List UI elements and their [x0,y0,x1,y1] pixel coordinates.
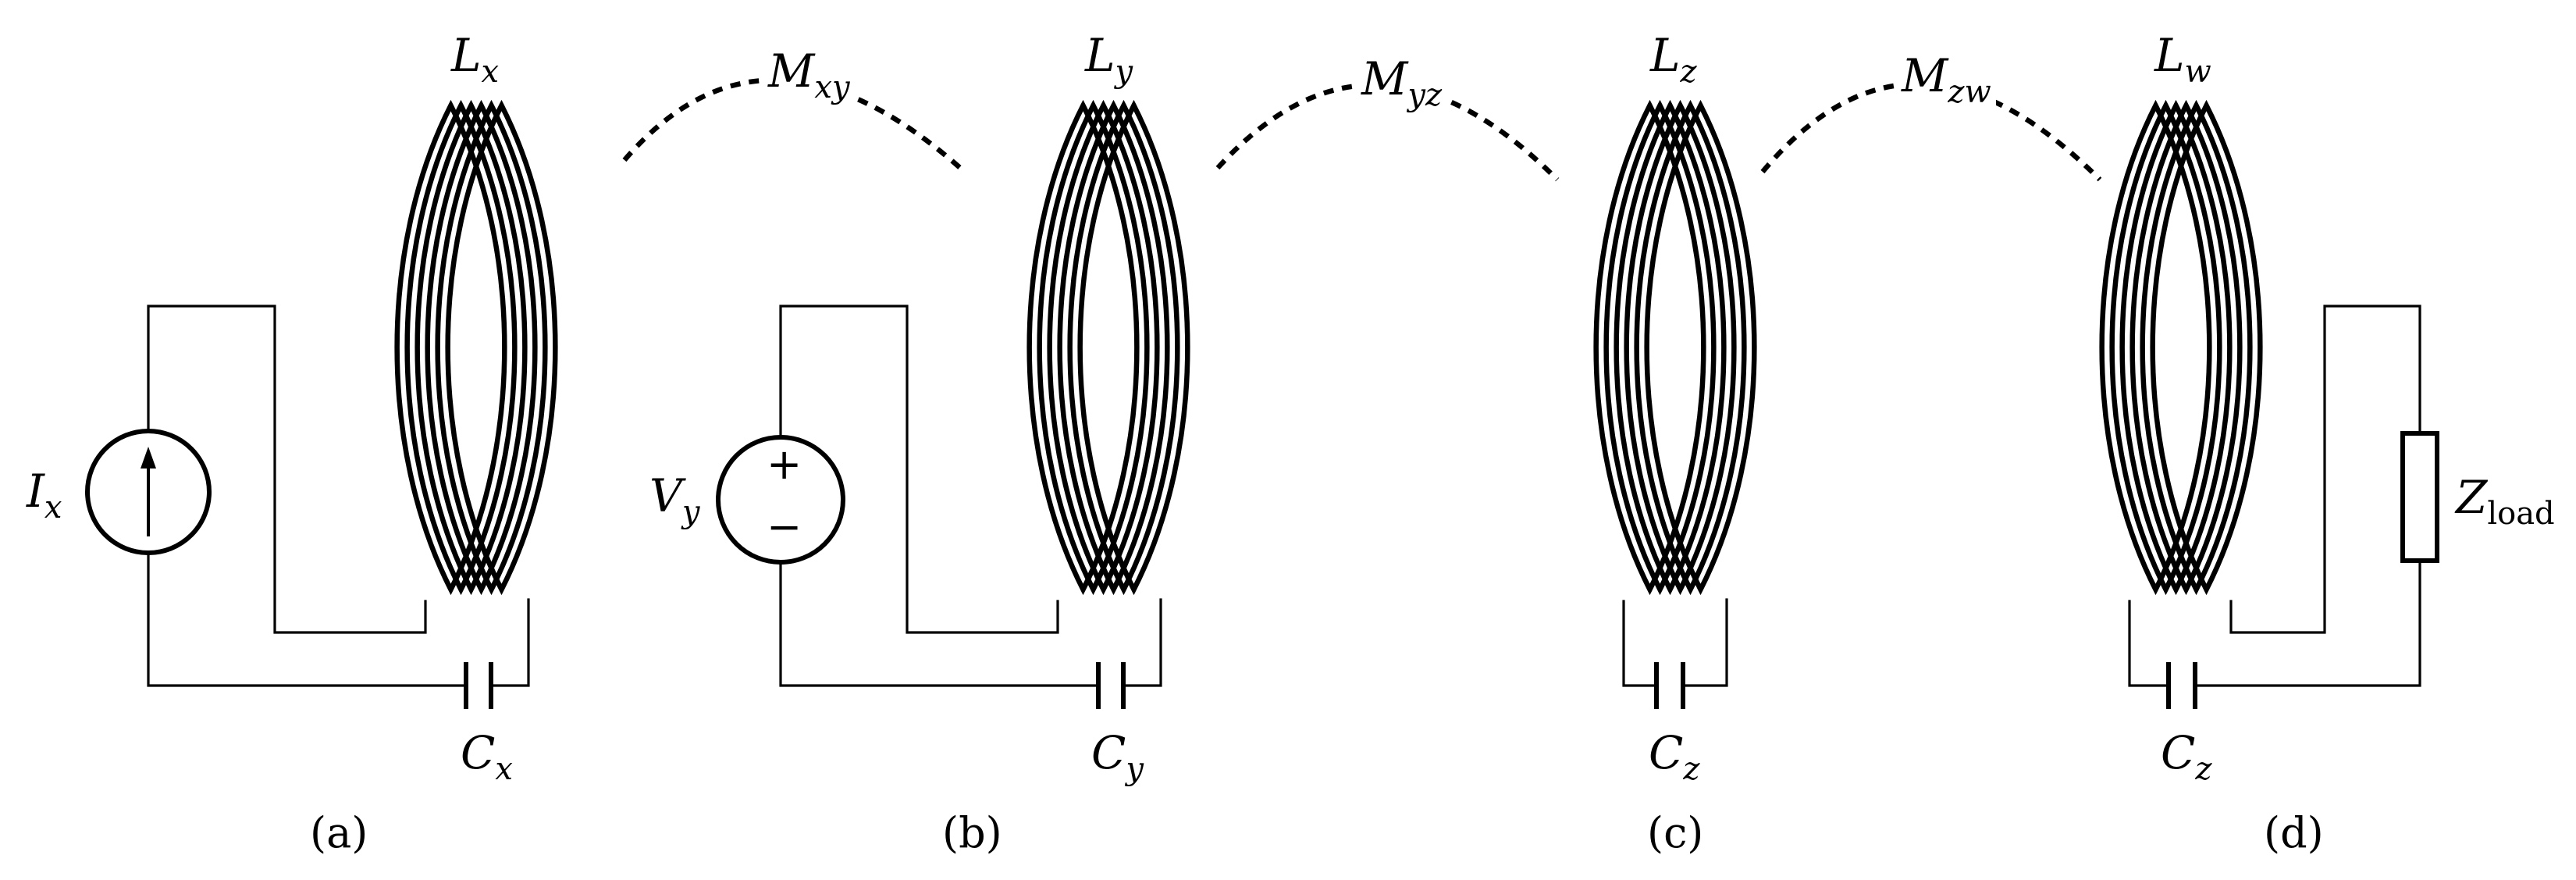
coil-turn [2109,99,2222,596]
caption-a: (a) [310,808,368,857]
coil-turn [2150,99,2263,596]
coil-turn [1057,99,1170,596]
stage-a-top-wire [147,305,427,634]
stage-c-left-wire [1622,600,1658,687]
inductor-label-lz: Lz [1650,29,1697,90]
coil-lx [394,99,558,596]
coil-turn [1603,99,1717,596]
stage-b-wiring [716,305,1162,709]
coil-turn [2140,99,2253,596]
capacitor-label-cz-2: Cz [2161,726,2212,787]
coil-turn [1067,99,1180,596]
coil-turn [1624,99,1737,596]
stage-d-top-wire [2229,305,2421,634]
coil-ly [1026,99,1190,596]
mutual-label-mzw: Mzw [1897,53,1996,108]
coil-turn [1037,99,1150,596]
stage-c-wiring [1622,598,1728,709]
coil-turn [435,99,548,596]
coil-turn [1593,99,1706,596]
coil-turn [1644,99,1757,596]
coil-turn [1026,99,1140,596]
load-impedance-box [2400,431,2439,563]
coil-turn [2119,99,2233,596]
capacitor-label-cy: Cy [1091,726,1144,787]
source-label-ix: Ix [27,465,62,526]
stage-b-bottom-wire [779,562,1100,687]
coil-lz [1593,99,1757,596]
stage-b-top-wire [779,305,1059,634]
coil-turn [2099,99,2212,596]
stage-d-left-wire [2128,600,2170,687]
stage-d-bottom-wire [2194,559,2421,687]
voltage-minus-sign: − [767,502,802,551]
capacitor-label-cz: Cz [1649,726,1700,787]
inductor-label-ly: Ly [1085,29,1133,90]
stage-c-right-wire [1681,598,1728,687]
load-label-zload: Zload [2456,471,2555,532]
stage-a-bottom-wire [147,554,468,687]
caption-d: (d) [2264,808,2324,857]
coil-turn [1614,99,1727,596]
stage-b-right-wire [1122,598,1162,687]
coil-lw [2099,99,2263,596]
mutual-label-myz: Myz [1357,56,1447,111]
stage-a-wiring [85,305,530,709]
coil-turn [404,99,518,596]
coil-turn [445,99,558,596]
current-arrow-icon [141,447,156,469]
coil-turn [415,99,528,596]
coil-turn [1077,99,1190,596]
stage-d-wiring [2128,305,2439,709]
source-label-vy: Vy [649,469,700,530]
coil-turn [2129,99,2243,596]
voltage-plus-sign: + [767,440,802,489]
caption-c: (c) [1647,808,1704,857]
stage-a-right-wire [489,598,530,687]
coil-turn [1634,99,1747,596]
voltage-source-vy [716,435,845,565]
inductor-label-lx: Lx [451,29,500,90]
mutual-label-mxy: Mxy [763,48,855,103]
inductor-label-lw: Lw [2154,29,2211,90]
coil-turn [425,99,538,596]
capacitor-label-cx: Cx [461,726,513,787]
caption-b: (b) [942,808,1002,857]
coil-turn [1047,99,1160,596]
coil-turn [394,99,507,596]
